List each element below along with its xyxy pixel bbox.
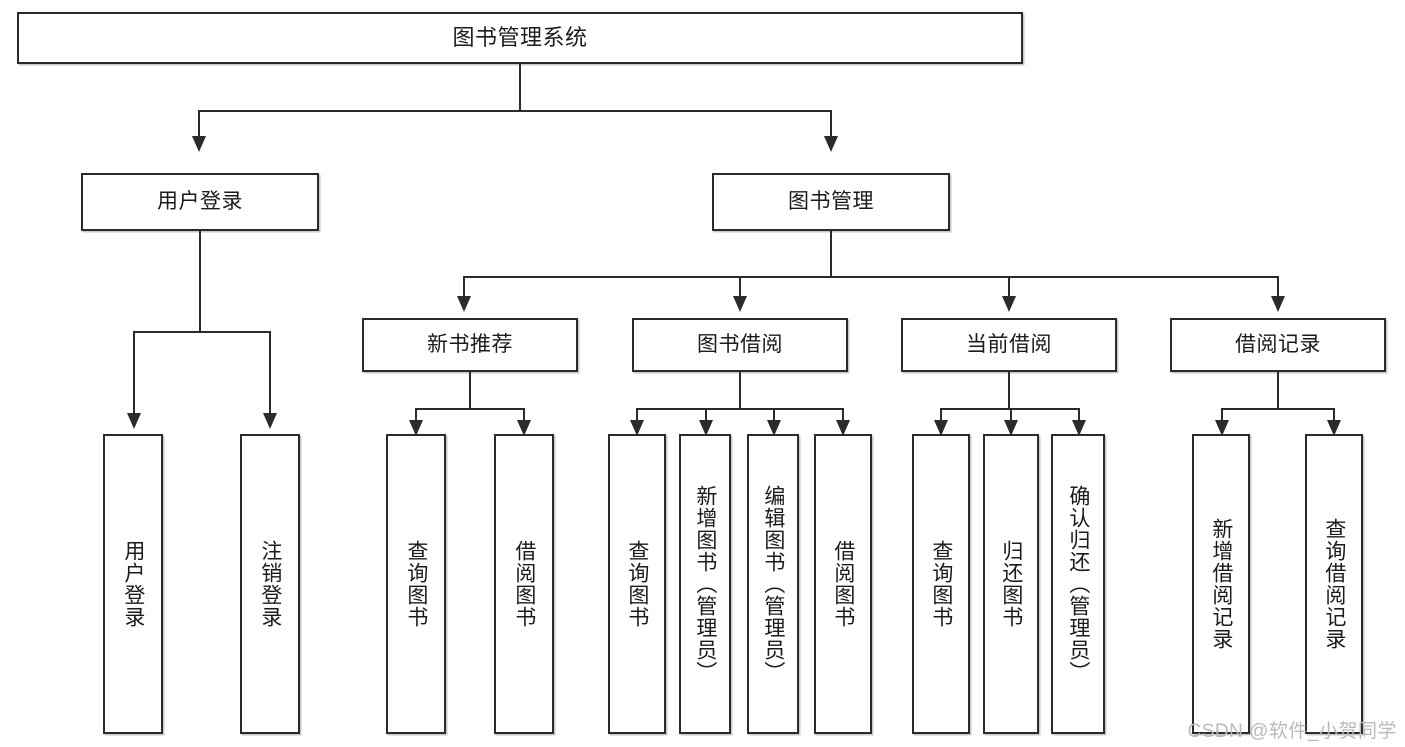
node-root-library-management-system[interactable]: 图书管理系统: [17, 12, 1023, 64]
node-new-book-recommend[interactable]: 新书推荐: [362, 318, 578, 372]
arrowhead-new-book-leaf-1: [409, 420, 423, 436]
arrowhead-root-to-book-management: [824, 136, 838, 152]
connector-book-borrow-bus: [636, 408, 844, 410]
arrowhead-book-borrow-leaf-1: [630, 420, 644, 436]
leaf-query-book-recommend-label: 查询图书: [404, 540, 428, 628]
connector-book-management-bus: [463, 276, 1277, 278]
connector-new-book-to-leaf-2: [523, 408, 525, 422]
connector-current-borrow-to-leaf-3: [1078, 408, 1080, 422]
connector-bm-to-current-borrow: [1008, 276, 1010, 298]
arrowhead-book-borrow-leaf-4: [836, 420, 850, 436]
connector-current-borrow-stem: [1008, 372, 1010, 408]
arrowhead-borrow-record-leaf-2: [1327, 420, 1341, 436]
leaf-return-book[interactable]: 归还图书: [983, 434, 1039, 734]
node-current-borrow[interactable]: 当前借阅: [901, 318, 1117, 372]
leaf-edit-book-admin[interactable]: 编辑图书（管理员）: [747, 434, 799, 734]
leaf-user-login[interactable]: 用户登录: [103, 434, 163, 734]
leaf-add-book-admin[interactable]: 新增图书（管理员）: [679, 434, 731, 734]
arrowhead-bm-current-borrow: [1002, 296, 1016, 312]
arrowhead-bm-new-book: [457, 296, 471, 312]
arrowhead-current-borrow-leaf-3: [1072, 420, 1086, 436]
leaf-user-login-label: 用户登录: [121, 540, 145, 628]
connector-book-borrow-to-leaf-3: [773, 408, 775, 422]
connector-root-stem: [519, 64, 521, 110]
leaf-borrow-book-recommend[interactable]: 借阅图书: [494, 434, 554, 734]
connector-user-login-to-leaf-2: [269, 331, 271, 415]
node-book-borrow[interactable]: 图书借阅: [632, 318, 848, 372]
arrowhead-bm-book-borrow: [733, 296, 747, 312]
leaf-edit-book-admin-label: 编辑图书（管理员）: [761, 485, 785, 683]
arrowhead-book-borrow-leaf-3: [767, 420, 781, 436]
leaf-add-borrow-record[interactable]: 新增借阅记录: [1192, 434, 1250, 734]
connector-current-borrow-to-leaf-1: [940, 408, 942, 422]
arrowhead-bm-borrow-record: [1271, 296, 1285, 312]
node-user-login[interactable]: 用户登录: [81, 173, 319, 231]
node-borrow-record[interactable]: 借阅记录: [1170, 318, 1386, 372]
connector-new-book-bus: [415, 408, 525, 410]
arrowhead-current-borrow-leaf-2: [1004, 420, 1018, 436]
arrowhead-borrow-record-leaf-1: [1215, 420, 1229, 436]
connector-root-bus: [198, 110, 832, 112]
leaf-logout-label: 注销登录: [258, 540, 282, 628]
connector-book-borrow-stem: [739, 372, 741, 408]
leaf-borrow-book[interactable]: 借阅图书: [814, 434, 872, 734]
connector-borrow-record-to-leaf-1: [1221, 408, 1223, 422]
leaf-add-borrow-record-label: 新增借阅记录: [1209, 518, 1233, 650]
arrowhead-user-login-leaf-1: [127, 413, 141, 429]
connector-book-borrow-to-leaf-4: [842, 408, 844, 422]
leaf-query-borrow-record-label: 查询借阅记录: [1322, 518, 1346, 650]
arrowhead-new-book-leaf-2: [517, 420, 531, 436]
connector-book-borrow-to-leaf-2: [705, 408, 707, 422]
arrowhead-user-login-leaf-2: [263, 413, 277, 429]
arrowhead-book-borrow-leaf-2: [699, 420, 713, 436]
leaf-borrow-book-recommend-label: 借阅图书: [512, 540, 536, 628]
connector-bm-to-new-book: [463, 276, 465, 298]
connector-new-book-to-leaf-1: [415, 408, 417, 422]
arrowhead-root-to-user-login: [192, 136, 206, 152]
leaf-logout[interactable]: 注销登录: [240, 434, 300, 734]
connector-user-login-stem: [199, 231, 201, 331]
leaf-query-book-borrow[interactable]: 查询图书: [608, 434, 666, 734]
connector-root-to-book-management: [830, 110, 832, 138]
connector-new-book-stem: [469, 372, 471, 408]
node-book-management[interactable]: 图书管理: [712, 173, 950, 231]
connector-borrow-record-bus: [1221, 408, 1335, 410]
connector-root-to-user-login: [198, 110, 200, 138]
connector-bm-to-borrow-record: [1277, 276, 1279, 298]
leaf-query-book-recommend[interactable]: 查询图书: [386, 434, 446, 734]
connector-book-management-stem: [830, 231, 832, 276]
arrowhead-current-borrow-leaf-1: [934, 420, 948, 436]
connector-user-login-to-leaf-1: [133, 331, 135, 415]
leaf-query-borrow-record[interactable]: 查询借阅记录: [1305, 434, 1363, 734]
leaf-query-book-current[interactable]: 查询图书: [912, 434, 970, 734]
connector-borrow-record-to-leaf-2: [1333, 408, 1335, 422]
connector-borrow-record-stem: [1277, 372, 1279, 408]
leaf-query-book-borrow-label: 查询图书: [625, 540, 649, 628]
csdn-watermark: CSDN @软件_小贺同学: [1187, 721, 1397, 742]
leaf-confirm-return-admin-label: 确认归还（管理员）: [1066, 485, 1090, 683]
leaf-query-book-current-label: 查询图书: [929, 540, 953, 628]
leaf-return-book-label: 归还图书: [999, 540, 1023, 628]
connector-user-login-bus: [133, 331, 269, 333]
connector-book-borrow-to-leaf-1: [636, 408, 638, 422]
leaf-confirm-return-admin[interactable]: 确认归还（管理员）: [1051, 434, 1105, 734]
connector-current-borrow-to-leaf-2: [1010, 408, 1012, 422]
connector-bm-to-book-borrow: [739, 276, 741, 298]
leaf-add-book-admin-label: 新增图书（管理员）: [693, 485, 717, 683]
leaf-borrow-book-label: 借阅图书: [831, 540, 855, 628]
